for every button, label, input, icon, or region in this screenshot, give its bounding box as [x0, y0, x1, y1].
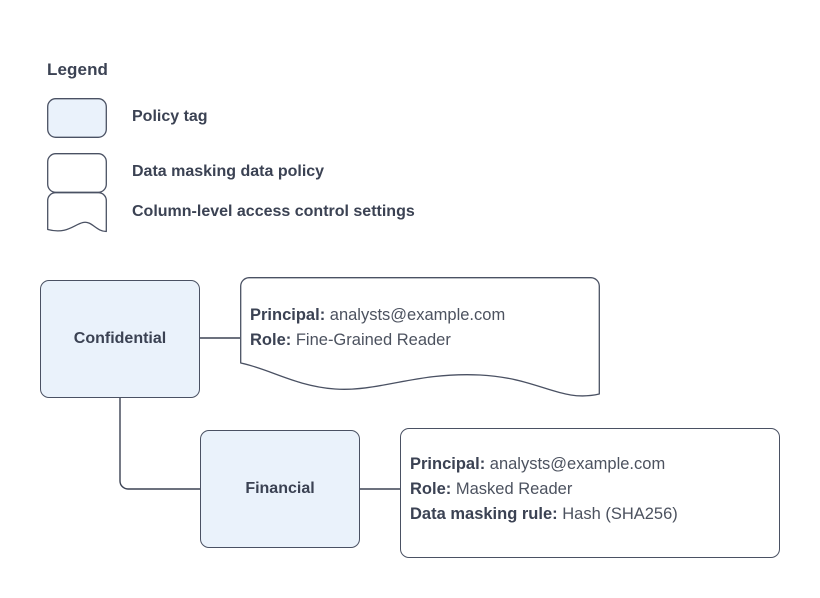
policy-tag-swatch-icon — [47, 98, 107, 138]
node-financial[interactable]: Financial — [200, 430, 360, 548]
node-confidential[interactable]: Confidential — [40, 280, 200, 398]
panel-confidential-access[interactable]: Principal: analysts@example.com Role: Fi… — [240, 277, 602, 403]
value-role: Masked Reader — [455, 480, 573, 498]
panel-financial-policy-line-1: Principal: analysts@example.com — [410, 452, 665, 477]
panel-financial-policy-line-2: Role: Masked Reader — [410, 477, 572, 502]
legend-item-policy-tag: Policy tag — [0, 98, 820, 144]
legend-label-data-masking-policy: Data masking data policy — [132, 163, 325, 180]
access-control-swatch-icon — [47, 192, 107, 234]
key-role: Role: — [410, 480, 452, 498]
panel-financial-policy-line-3: Data masking rule: Hash (SHA256) — [410, 502, 678, 527]
panel-confidential-access-line-1: Principal: analysts@example.com — [250, 303, 505, 328]
panel-financial-policy[interactable]: Principal: analysts@example.com Role: Ma… — [400, 428, 780, 558]
value-principal: analysts@example.com — [489, 455, 666, 473]
key-data-masking-rule: Data masking rule: — [410, 505, 558, 523]
legend-label-policy-tag: Policy tag — [132, 108, 208, 125]
value-data-masking-rule: Hash (SHA256) — [562, 505, 678, 523]
value-principal: analysts@example.com — [329, 306, 506, 324]
legend-label-access-control: Column-level access control settings — [132, 203, 415, 220]
key-role: Role: — [250, 331, 292, 349]
legend-title: Legend — [47, 60, 109, 79]
legend-item-data-masking-policy: Data masking data policy — [0, 153, 820, 199]
edge-confidential-to-financial — [119, 398, 200, 490]
panel-confidential-access-line-2: Role: Fine-Grained Reader — [250, 328, 451, 353]
node-confidential-label: Confidential — [73, 330, 167, 347]
key-principal: Principal: — [410, 455, 486, 473]
value-role: Fine-Grained Reader — [295, 331, 451, 349]
node-financial-label: Financial — [245, 480, 315, 497]
key-principal: Principal: — [250, 306, 326, 324]
legend-item-access-control: Column-level access control settings — [0, 192, 820, 238]
data-masking-policy-swatch-icon — [47, 153, 107, 193]
